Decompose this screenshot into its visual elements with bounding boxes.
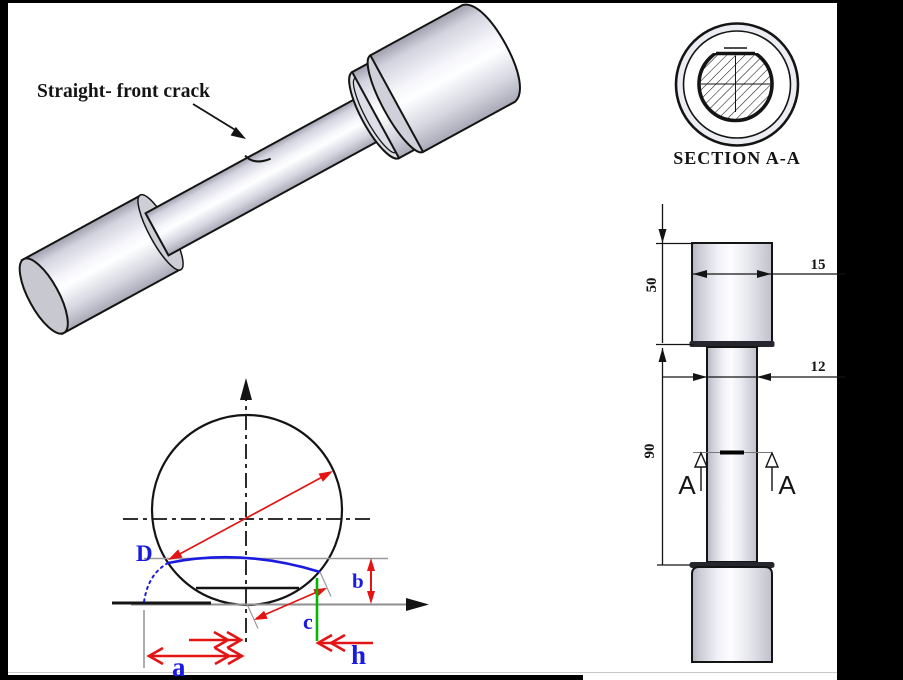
crack-leader-line xyxy=(192,103,238,132)
c-extension-line-lower xyxy=(246,603,259,629)
bottom-grip-end-face xyxy=(18,257,69,335)
section-view: SECTION A-A xyxy=(673,22,801,168)
bottom-left-black-band xyxy=(8,675,583,680)
iso-crack-label: Straight- front crack xyxy=(37,81,210,102)
label-ligament: h xyxy=(351,640,366,670)
dim50-arrowhead-icon xyxy=(658,229,667,243)
front-top-ledge xyxy=(689,341,775,347)
dim-grip-diameter: 15 xyxy=(811,257,826,273)
top-grip-cylinder xyxy=(369,3,521,154)
a-dim-arrows xyxy=(146,630,245,666)
section-title: SECTION A-A xyxy=(673,148,801,168)
crack-circle-dotted-arc xyxy=(143,562,169,603)
section-letter-left: A xyxy=(678,470,696,500)
dim12-left-arrowhead-icon xyxy=(693,373,707,381)
h-dim-arrow xyxy=(315,633,373,653)
section-letter-right: A xyxy=(778,470,796,500)
specimen-3d xyxy=(18,3,521,336)
dim-grip-length: 50 xyxy=(644,278,660,293)
label-crack-height: b xyxy=(352,569,364,593)
dim12-right-arrowhead-icon xyxy=(757,373,771,381)
c-dim-line xyxy=(255,587,326,620)
dim15-left-arrowhead-icon xyxy=(693,270,707,278)
crack-diagram: D b c a h xyxy=(112,378,429,680)
iso-view: Straight- front crack xyxy=(18,3,521,336)
crack-arrowhead-icon xyxy=(230,126,246,139)
label-front-offset: c xyxy=(303,609,313,634)
b-arrowhead-bottom-icon xyxy=(367,591,375,604)
dim-shaft-diameter: 12 xyxy=(811,359,826,375)
label-diameter: D xyxy=(136,541,153,566)
surface-crack-mark xyxy=(244,154,272,163)
front-view: 50 90 15 12 A A xyxy=(642,204,845,663)
diameter-arrowhead-lower-icon xyxy=(168,549,183,560)
label-crack-depth: a xyxy=(172,652,186,680)
b-arrowhead-top-icon xyxy=(367,558,375,571)
c-arrowhead-lower-icon xyxy=(254,610,268,620)
front-bottom-grip xyxy=(691,566,773,663)
x-axis-arrowhead-icon xyxy=(406,598,429,611)
diameter-arrowhead-upper-icon xyxy=(318,471,333,482)
front-top-grip xyxy=(691,242,773,343)
c-extension-line-upper xyxy=(319,571,332,597)
dim-gauge-length: 90 xyxy=(642,444,658,459)
diameter-dim-line xyxy=(175,474,327,557)
curved-crack-front-arc xyxy=(167,555,321,574)
vertical-dim-lines xyxy=(656,204,694,566)
dim15-right-arrowhead-icon xyxy=(757,270,771,278)
y-axis-arrowhead-icon xyxy=(240,378,252,400)
dim90-arrowhead-icon xyxy=(658,348,667,362)
